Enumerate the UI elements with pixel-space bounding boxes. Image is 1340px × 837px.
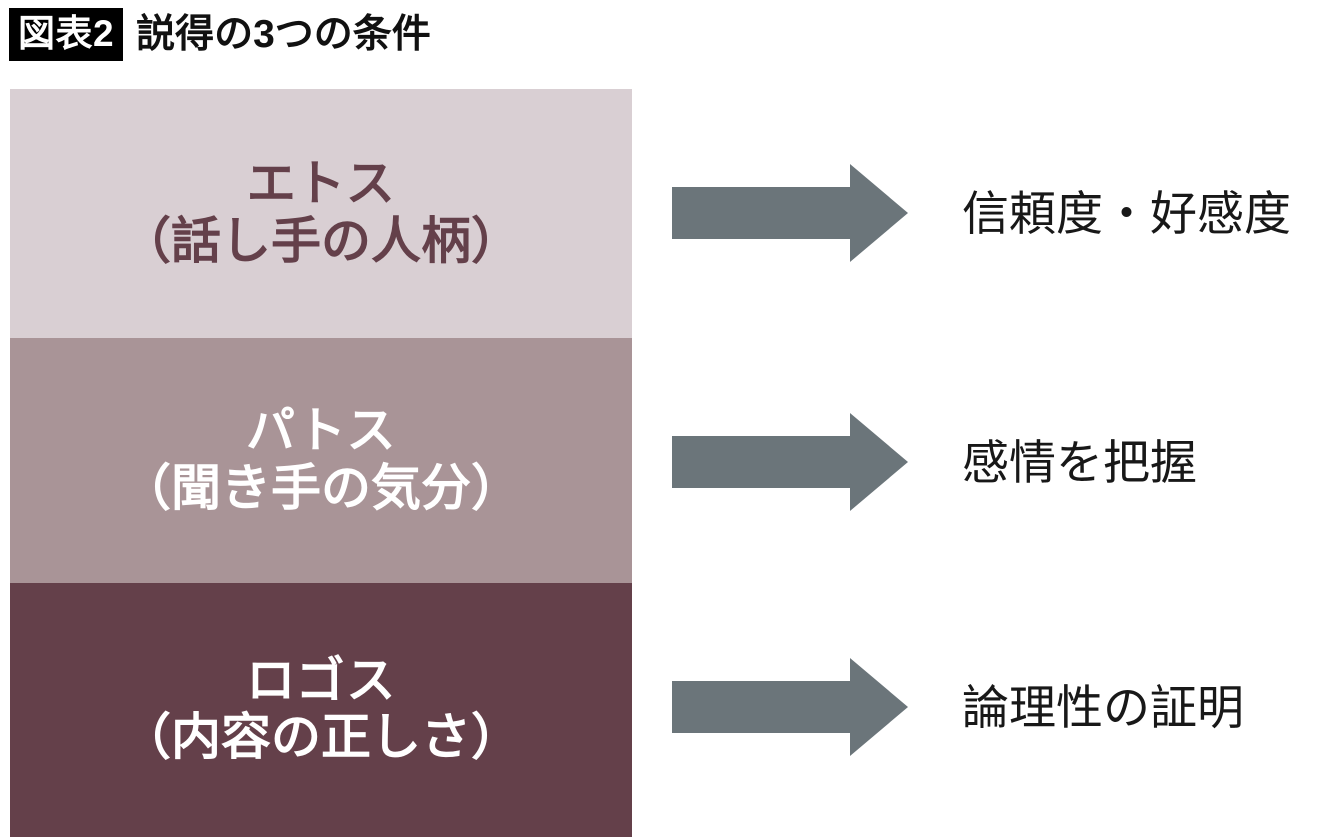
persuasion-conditions-stack: エトス （話し手の人柄） パトス （聞き手の気分） ロゴス （内容の正しさ）: [10, 89, 632, 837]
flow-row-ethos: 信頼度・好感度: [672, 163, 1332, 263]
page-header: 図表2 説得の3つの条件: [9, 6, 431, 62]
outcome-label-pathos: 感情を把握: [962, 435, 1197, 489]
band-ethos: エトス （話し手の人柄）: [10, 89, 632, 338]
right-arrow-icon: [672, 164, 908, 262]
outcome-label-ethos: 信頼度・好感度: [962, 186, 1291, 240]
band-pathos: パトス （聞き手の気分）: [10, 338, 632, 583]
right-arrow-icon: [672, 658, 908, 756]
band-ethos-term: エトス: [246, 157, 396, 212]
flow-row-logos: 論理性の証明: [672, 657, 1332, 757]
band-ethos-description: （話し手の人柄）: [121, 212, 521, 269]
band-logos: ロゴス （内容の正しさ）: [10, 583, 632, 837]
figure-number-badge: 図表2: [9, 7, 124, 61]
page-title: 説得の3つの条件: [136, 12, 431, 56]
band-pathos-term: パトス: [246, 404, 396, 459]
flow-row-pathos: 感情を把握: [672, 412, 1332, 512]
band-pathos-description: （聞き手の気分）: [121, 459, 521, 516]
band-logos-term: ロゴス: [246, 653, 396, 708]
band-logos-description: （内容の正しさ）: [121, 709, 521, 766]
outcome-label-logos: 論理性の証明: [962, 680, 1244, 734]
right-arrow-icon: [672, 413, 908, 511]
